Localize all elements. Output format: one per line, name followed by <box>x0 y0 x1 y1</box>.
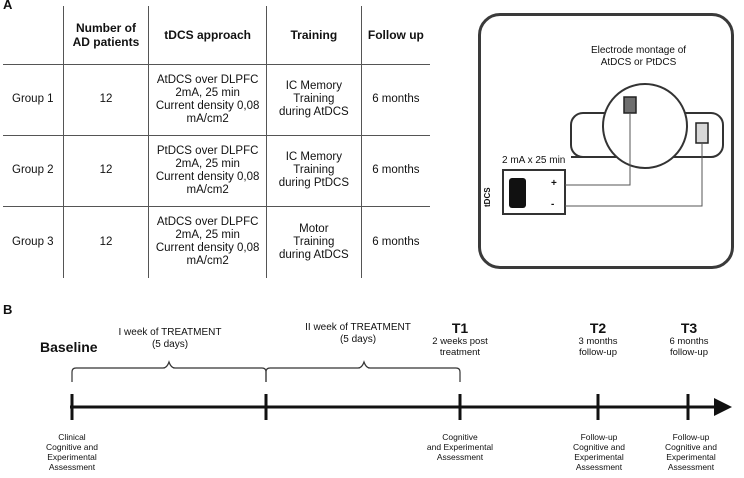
patients-cell: 12 <box>62 63 150 136</box>
training-line: Training <box>293 93 335 105</box>
training-line: during AtDCS <box>279 248 349 261</box>
training-cell: IC Memory Training during PtDCS <box>265 134 362 207</box>
t2-header: T2 3 months follow-up <box>553 320 643 358</box>
study-design-table: Number of AD patients tDCS approach Trai… <box>3 6 430 278</box>
baseline-assessment: Clinical Cognitive and Experimental Asse… <box>22 432 122 472</box>
week-1-brace <box>71 360 267 382</box>
t3-assessment: Follow-up Cognitive and Experimental Ass… <box>648 432 734 472</box>
t1-assessment: Cognitive and Experimental Assessment <box>410 432 510 462</box>
header-training: Training <box>265 6 362 65</box>
training-line: IC Memory <box>285 151 342 163</box>
t2-assessment-line: Experimental <box>574 452 624 462</box>
week-1-line: I week of TREATMENT <box>118 327 222 338</box>
week-2-brace <box>265 360 461 382</box>
montage-caption-line: Electrode montage of <box>590 45 687 56</box>
follow-up-cell: 6 months <box>360 63 430 136</box>
t1-sub-line: 2 weeks post <box>432 336 488 347</box>
approach-line: Current density 0,08 <box>155 242 260 255</box>
week-2-label: II week of TREATMENT (5 days) <box>288 322 428 346</box>
electrode-montage-panel: Electrode montage of AtDCS or PtDCS 2 mA… <box>478 13 734 269</box>
group-cell: Group 3 <box>3 205 64 278</box>
training-line: Motor <box>299 222 329 235</box>
t1-assessment-line: Assessment <box>436 452 484 462</box>
header-follow-up: Follow up <box>360 6 430 65</box>
table-row-group-3: Group 3 12 AtDCS over DLPFC 2mA, 25 min … <box>3 205 430 278</box>
approach-line: PtDCS over DLPFC <box>156 144 259 157</box>
approach-line: AtDCS over DLPFC <box>156 216 259 229</box>
approach-line: AtDCS over DLPFC <box>156 73 259 86</box>
stimulation-parameters: 2 mA x 25 min <box>502 155 566 166</box>
montage-caption: Electrode montage of AtDCS or PtDCS <box>551 45 726 69</box>
t3-header: T3 6 months follow-up <box>646 320 732 358</box>
timeline-arrowhead-icon <box>714 398 732 416</box>
baseline-assessment-line: Clinical <box>58 432 86 442</box>
week-2-line: II week of TREATMENT <box>305 322 411 333</box>
cathode-sign: - <box>551 199 555 210</box>
t3-sub-line: follow-up <box>669 347 709 358</box>
t2-assessment-line: Assessment <box>575 462 623 472</box>
approach-cell: AtDCS over DLPFC 2mA, 25 min Current den… <box>148 205 267 278</box>
baseline-assessment-line: Cognitive and <box>46 442 98 452</box>
training-line: during PtDCS <box>278 177 349 189</box>
t2-assessment: Follow-up Cognitive and Experimental Ass… <box>556 432 642 472</box>
baseline-assessment-line: Assessment <box>48 462 96 472</box>
t1-label: T1 <box>451 320 469 336</box>
montage-drawing <box>502 83 724 215</box>
cathode-wire <box>565 143 703 207</box>
table-header-row: Number of AD patients tDCS approach Trai… <box>3 6 430 65</box>
panel-label-b: B <box>3 302 13 317</box>
training-line: Training <box>293 235 335 248</box>
header-patients: Number of AD patients <box>62 6 150 65</box>
header-approach: tDCS approach <box>148 6 267 65</box>
table-row-group-1: Group 1 12 AtDCS over DLPFC 2mA, 25 min … <box>3 63 430 136</box>
training-line: during AtDCS <box>279 106 349 118</box>
baseline-assessment-line: Experimental <box>47 452 97 462</box>
table-row-group-2: Group 2 12 PtDCS over DLPFC 2mA, 25 min … <box>3 134 430 207</box>
anode-sign: + <box>551 178 557 189</box>
t1-header: T1 2 weeks post treatment <box>410 320 510 358</box>
t2-assessment-line: Follow-up <box>580 432 618 442</box>
t3-assessment-line: Cognitive and <box>665 442 717 452</box>
group-cell: Group 2 <box>3 134 64 207</box>
week-1-line: (5 days) <box>151 339 189 350</box>
approach-line: mA/cm2 <box>186 112 229 125</box>
t3-label: T3 <box>680 320 698 336</box>
approach-line: 2mA, 25 min <box>175 86 240 99</box>
approach-line: 2mA, 25 min <box>175 157 240 170</box>
t1-sub-line: treatment <box>439 347 481 358</box>
approach-line: Current density 0,08 <box>155 99 260 112</box>
approach-line: Current density 0,08 <box>155 170 260 183</box>
t2-label: T2 <box>589 320 607 336</box>
approach-line: mA/cm2 <box>186 183 229 196</box>
t2-sub-line: follow-up <box>578 347 618 358</box>
training-line: IC Memory <box>285 80 342 92</box>
t3-assessment-line: Experimental <box>666 452 716 462</box>
montage-caption-line: AtDCS or PtDCS <box>600 57 677 68</box>
approach-line: mA/cm2 <box>186 255 229 268</box>
training-line: Training <box>293 164 335 176</box>
t3-sub-line: 6 months <box>669 336 709 347</box>
patients-cell: 12 <box>62 205 150 278</box>
follow-up-cell: 6 months <box>360 134 430 207</box>
follow-up-cell: 6 months <box>360 205 430 278</box>
approach-line: 2mA, 25 min <box>175 229 240 242</box>
t3-assessment-line: Assessment <box>667 462 715 472</box>
training-cell: Motor Training during AtDCS <box>265 205 362 278</box>
approach-cell: PtDCS over DLPFC 2mA, 25 min Current den… <box>148 134 267 207</box>
week-2-line: (5 days) <box>339 334 377 345</box>
week-1-label: I week of TREATMENT (5 days) <box>100 327 240 351</box>
t1-assessment-line: and Experimental <box>426 442 494 452</box>
t2-sub-line: 3 months <box>578 336 618 347</box>
t1-assessment-line: Cognitive <box>442 432 478 442</box>
battery-icon <box>509 178 526 208</box>
t3-assessment-line: Follow-up <box>672 432 710 442</box>
group-cell: Group 1 <box>3 63 64 136</box>
t2-assessment-line: Cognitive and <box>573 442 625 452</box>
training-cell: IC Memory Training during AtDCS <box>265 63 362 136</box>
anode-wire <box>565 113 631 186</box>
baseline-label: Baseline <box>40 339 98 355</box>
